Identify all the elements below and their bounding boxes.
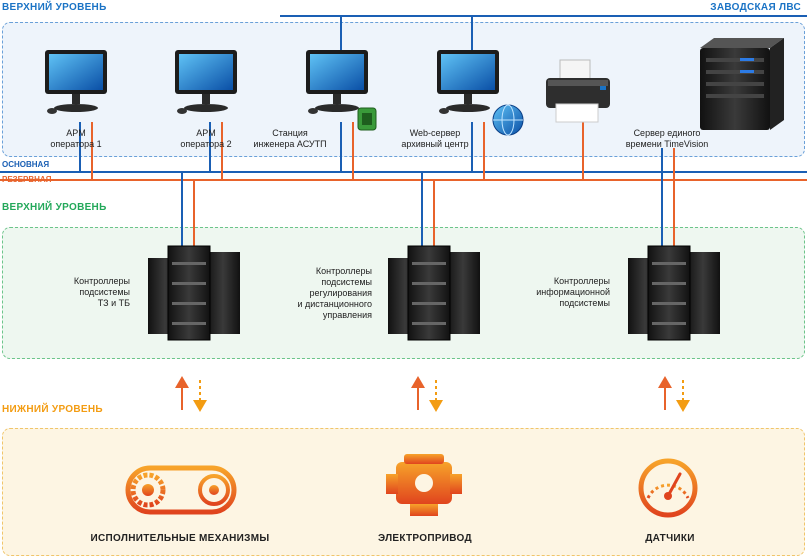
reserve-bus-label: РЕЗЕРВНАЯ <box>2 175 52 184</box>
sensors-label: ДАТЧИКИ <box>645 533 695 544</box>
device-label-line2: оператора 1 <box>50 139 102 149</box>
device-label-line1: АРМ <box>66 128 86 138</box>
monitor-icon <box>45 50 107 114</box>
top-level-title: ВЕРХНИЙ УРОВЕНЬ <box>2 2 107 13</box>
controller-label: Контроллеры подсистемы ТЗ и ТБ <box>40 276 130 309</box>
controller-server-icon <box>628 245 720 341</box>
controller-label: Контроллеры подсистемы регулирования и д… <box>262 266 372 321</box>
controller-label-line: управления <box>322 310 372 320</box>
device-label: Станция инженера АСУТП <box>240 128 340 150</box>
device-label-line1: Станция <box>272 128 308 138</box>
gauge-icon <box>638 458 698 518</box>
device-label: Сервер единого времени TimeVision <box>612 128 722 150</box>
controller-label-line: Контроллеры <box>73 276 130 286</box>
top-level-panel <box>2 22 805 157</box>
controller-label-line: и дистанционного <box>297 299 372 309</box>
device-label-line1: АРМ <box>196 128 216 138</box>
device-label-line2: оператора 2 <box>180 139 232 149</box>
exchange-arrow-icon <box>411 376 443 412</box>
electric-drive-label: ЭЛЕКТРОПРИВОД <box>378 533 472 544</box>
exchange-arrow-icon <box>175 376 207 412</box>
controller-label-line: регулирования <box>309 288 372 298</box>
controller-label: Контроллеры информационной подсистемы <box>510 276 610 309</box>
exchange-arrow-icon <box>658 376 690 412</box>
controller-server-icon <box>148 245 240 341</box>
controller-label-line: подсистемы <box>321 277 372 287</box>
engine-icon <box>386 454 462 516</box>
field-level-title: НИЖНИЙ УРОВЕНЬ <box>2 404 103 415</box>
device-label: АРМ оператора 1 <box>36 128 116 150</box>
device-label-line2: инженера АСУТП <box>253 139 327 149</box>
monitor-icon <box>306 50 377 131</box>
printer-icon <box>546 59 610 123</box>
plant-lan-title: ЗАВОДСКАЯ ЛВС <box>710 2 801 13</box>
device-label-line2: архивный центр <box>401 139 469 149</box>
controller-label-line: Контроллеры <box>553 276 610 286</box>
device-label: АРМ оператора 2 <box>166 128 246 150</box>
controller-server-icon <box>388 245 480 341</box>
controller-level-title: ВЕРХНИЙ УРОВЕНЬ <box>2 202 107 213</box>
server-icon <box>700 38 784 130</box>
device-label-line2: времени TimeVision <box>625 139 709 149</box>
controller-label-line: подсистемы <box>559 298 610 308</box>
gear-belt-icon <box>125 465 237 515</box>
device-label-line1: Сервер единого <box>633 128 701 138</box>
main-bus-label: ОСНОВНАЯ <box>2 160 50 169</box>
device-label-line1: Web-сервер <box>409 128 461 138</box>
monitor-icon <box>437 50 524 136</box>
monitor-icon <box>175 50 237 114</box>
actuators-label: ИСПОЛНИТЕЛЬНЫЕ МЕХАНИЗМЫ <box>90 533 270 544</box>
controller-label-line: подсистемы <box>79 287 130 297</box>
device-label: Web-сервер архивный центр <box>390 128 480 150</box>
controller-label-line: Контроллеры <box>315 266 372 276</box>
controller-label-line: ТЗ и ТБ <box>97 298 130 308</box>
controller-label-line: информационной <box>536 287 610 297</box>
